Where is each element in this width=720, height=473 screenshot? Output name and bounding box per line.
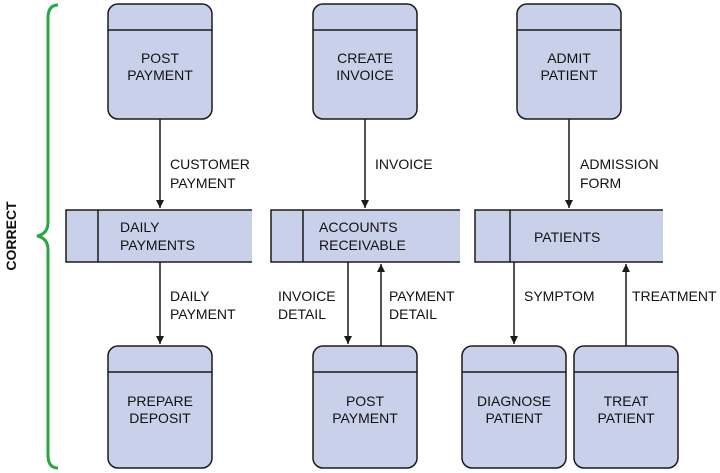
- flow-label-daily-payment-1: DAILY: [170, 288, 210, 304]
- flow-label-customer-payment-2: PAYMENT: [170, 175, 236, 191]
- process-label-line1: POST: [141, 50, 180, 66]
- flow-label-payment-detail-1: PAYMENT: [389, 288, 455, 304]
- flow-label-symptom: SYMPTOM: [524, 288, 595, 304]
- store-label-line1: ACCOUNTS: [319, 219, 398, 235]
- process-diagnose-patient: DIAGNOSE PATIENT: [461, 345, 567, 469]
- flow-label-invoice: INVOICE: [375, 156, 433, 172]
- flow-label-customer-payment-1: CUSTOMER: [170, 156, 250, 172]
- correct-brace: [36, 3, 59, 470]
- process-post-payment-bottom: POST PAYMENT: [312, 345, 418, 469]
- process-label-line2: PAYMENT: [127, 67, 193, 83]
- process-label-line1: TREAT: [604, 393, 649, 409]
- store-daily-payments: DAILY PAYMENTS: [65, 209, 252, 263]
- process-treat-patient: TREAT PATIENT: [573, 345, 679, 469]
- process-label-line1: POST: [346, 393, 385, 409]
- store-accounts-receivable: ACCOUNTS RECEIVABLE: [270, 209, 460, 263]
- process-label-line1: CREATE: [337, 50, 393, 66]
- process-post-payment-top: POST PAYMENT: [107, 3, 213, 120]
- store-patients: PATIENTS: [474, 209, 663, 263]
- process-label-line1: DIAGNOSE: [477, 393, 551, 409]
- process-admit-patient: ADMIT PATIENT: [516, 3, 622, 120]
- store-label-line2: RECEIVABLE: [319, 237, 406, 253]
- process-label-line1: PREPARE: [127, 393, 193, 409]
- store-label-line1: DAILY: [120, 219, 160, 235]
- process-prepare-deposit: PREPARE DEPOSIT: [107, 345, 213, 469]
- correct-label: CORRECT: [3, 201, 19, 271]
- process-label-line2: INVOICE: [336, 67, 394, 83]
- flow-label-invoice-detail-2: DETAIL: [278, 306, 326, 322]
- store-label-line1: PATIENTS: [534, 229, 600, 245]
- process-label-line2: DEPOSIT: [129, 410, 191, 426]
- process-create-invoice: CREATE INVOICE: [312, 3, 418, 120]
- flow-label-admission-form-2: FORM: [580, 175, 621, 191]
- flow-label-admission-form-1: ADMISSION: [580, 156, 659, 172]
- process-label-line2: PATIENT: [485, 410, 542, 426]
- process-label-line2: PATIENT: [540, 67, 597, 83]
- flow-label-daily-payment-2: PAYMENT: [170, 306, 236, 322]
- store-label-line2: PAYMENTS: [120, 237, 195, 253]
- flow-label-invoice-detail-1: INVOICE: [278, 288, 336, 304]
- process-label-line2: PATIENT: [597, 410, 654, 426]
- flow-label-payment-detail-2: DETAIL: [389, 306, 437, 322]
- process-label-line2: PAYMENT: [332, 410, 398, 426]
- flow-label-treatment: TREATMENT: [632, 288, 717, 304]
- process-label-line1: ADMIT: [547, 50, 591, 66]
